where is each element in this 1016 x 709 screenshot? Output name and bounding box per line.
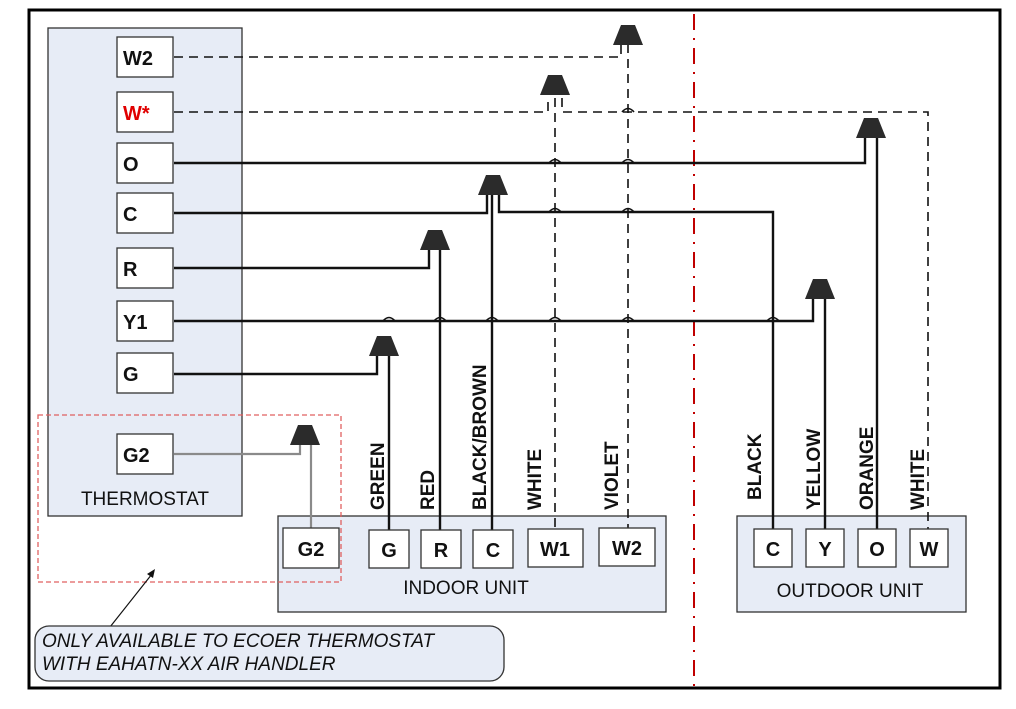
svg-text:W2: W2 [612, 538, 642, 560]
svg-text:W*: W* [123, 103, 150, 125]
wire-label-orange: ORANGE [857, 427, 878, 510]
thermostat-terminal-o: O [116, 142, 174, 184]
outdoor-wire-labels: BLACK YELLOW ORANGE WHITE [745, 427, 929, 510]
thermostat-label: THERMOSTAT [81, 489, 209, 510]
note-leader-arrow [109, 569, 155, 628]
wire-g [174, 355, 379, 376]
wire-c-outdoor [497, 194, 775, 530]
wire-label-black: BLACK [745, 433, 766, 500]
thermostat-terminal-y1: Y1 [116, 300, 174, 342]
indoor-wire-labels: GREEN RED BLACK/BROWN WHITE VIOLET [368, 364, 623, 510]
wire-label-white: WHITE [525, 449, 546, 510]
wire-w-outdoor [561, 98, 929, 530]
note-line-2: WITH EAHATN-XX AIR HANDLER [42, 654, 336, 675]
svg-text:O: O [869, 539, 885, 561]
thermostat-terminal-w: W* [116, 91, 174, 133]
indoor-terminal-c: C [472, 529, 514, 569]
outdoor-unit-label: OUTDOOR UNIT [777, 581, 924, 602]
indoor-terminal-g2: G2 [282, 527, 340, 569]
wire-label-green: GREEN [368, 442, 389, 510]
indoor-terminal-w1: W1 [527, 528, 584, 568]
wire-g2 [174, 443, 302, 456]
thermostat-terminals: W2 W* O C R Y1 G G2 [116, 36, 174, 475]
outdoor-terminals: C Y O W [753, 528, 949, 568]
wire-label-white-outdoor: WHITE [908, 449, 929, 510]
wire-crossovers [382, 107, 780, 322]
svg-text:C: C [766, 539, 780, 561]
svg-text:R: R [123, 259, 138, 281]
outdoor-terminal-o: O [857, 528, 897, 568]
svg-text:C: C [123, 204, 137, 226]
outdoor-terminal-y: Y [805, 528, 845, 568]
indoor-terminal-r: R [420, 529, 462, 569]
wire-y1 [174, 299, 815, 323]
outdoor-terminal-w: W [909, 528, 949, 568]
thermostat-terminal-r: R [116, 247, 174, 289]
svg-text:Y1: Y1 [123, 312, 147, 334]
wire-w [174, 98, 549, 113]
wire-label-violet: VIOLET [602, 441, 623, 510]
indoor-terminal-g: G [368, 529, 410, 569]
wire-label-black-brown: BLACK/BROWN [470, 364, 491, 510]
svg-text:R: R [434, 540, 449, 562]
indoor-terminal-w2: W2 [598, 527, 656, 567]
svg-text:G2: G2 [123, 445, 150, 467]
svg-text:Y: Y [818, 539, 832, 561]
wire-c [174, 194, 489, 215]
indoor-unit-label: INDOOR UNIT [403, 578, 529, 599]
wire-r [174, 249, 431, 270]
wire-o [174, 136, 867, 165]
note-callout: ONLY AVAILABLE TO ECOER THERMOSTAT WITH … [34, 625, 505, 682]
svg-text:G: G [123, 364, 139, 386]
thermostat-terminal-c: C [116, 192, 174, 234]
svg-text:W: W [920, 539, 939, 561]
thermostat-terminal-w2: W2 [116, 36, 174, 78]
thermostat-terminal-g: G [116, 352, 174, 394]
svg-text:W2: W2 [123, 48, 153, 70]
note-line-1: ONLY AVAILABLE TO ECOER THERMOSTAT [42, 631, 435, 652]
wire-label-yellow: YELLOW [804, 429, 825, 510]
indoor-terminals: G2 G R C W1 W2 [282, 527, 656, 569]
wires [174, 44, 929, 530]
outdoor-terminal-c: C [753, 528, 793, 568]
svg-text:C: C [486, 540, 500, 562]
wire-w2 [174, 44, 622, 58]
svg-text:G2: G2 [298, 539, 325, 561]
wire-label-red: RED [418, 470, 439, 510]
optional-g2-outline [37, 414, 342, 583]
thermostat-terminal-g2: G2 [116, 433, 174, 475]
svg-text:W1: W1 [540, 539, 570, 561]
svg-text:O: O [123, 154, 139, 176]
svg-text:G: G [381, 540, 397, 562]
